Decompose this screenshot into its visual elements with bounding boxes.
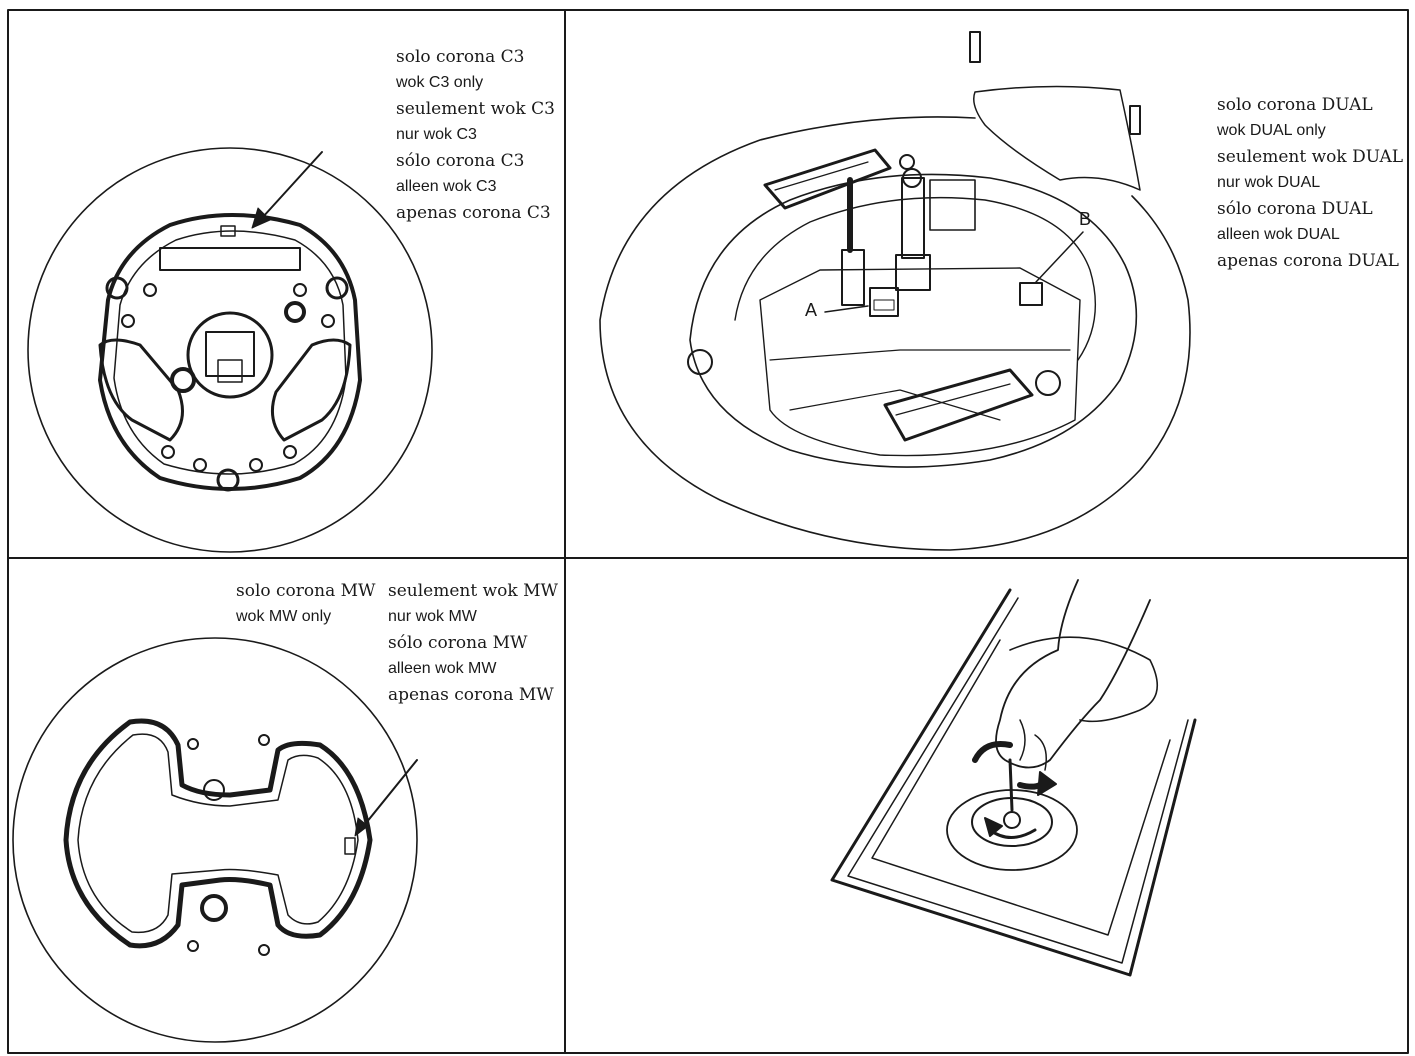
c3-label: alleen wok C3	[396, 178, 497, 195]
mw-label-list-right: seulement wok MW nur wok MW sólo corona …	[388, 578, 558, 708]
mw-label: solo corona MW	[236, 581, 376, 601]
dual-label: wok DUAL only	[1217, 122, 1326, 139]
mw-label: apenas corona MW	[388, 685, 554, 705]
c3-label-list: solo corona C3 wok C3 only seulement wok…	[396, 44, 555, 226]
mw-label: wok MW only	[236, 608, 332, 625]
rotate-arrow-icon	[972, 741, 1057, 839]
c3-burner-drawing	[27, 147, 433, 553]
dual-label: sólo corona DUAL	[1217, 199, 1373, 219]
hob-tightening-drawing	[830, 579, 1197, 977]
callout-a: A	[805, 300, 818, 320]
dual-label: apenas corona DUAL	[1217, 251, 1399, 271]
dual-label: solo corona DUAL	[1217, 95, 1373, 115]
panel-grid	[7, 9, 1409, 1054]
c3-label: solo corona C3	[396, 47, 525, 67]
mw-burner-drawing	[12, 637, 418, 1043]
c3-label: wok C3 only	[396, 74, 484, 91]
mw-label: sólo corona MW	[388, 633, 528, 653]
c3-label: sólo corona C3	[396, 151, 525, 171]
dual-label: alleen wok DUAL	[1217, 226, 1340, 243]
screw-icon	[969, 31, 1141, 135]
dual-label: nur wok DUAL	[1217, 174, 1321, 191]
mw-label-list-left: solo corona MW wok MW only	[236, 578, 376, 630]
dual-label: seulement wok DUAL	[1217, 147, 1404, 167]
mw-label: seulement wok MW	[388, 581, 558, 601]
c3-label: apenas corona C3	[396, 203, 551, 223]
dual-label-list: solo corona DUAL wok DUAL only seulement…	[1217, 92, 1403, 274]
callout-b: B	[1079, 209, 1092, 229]
hand-with-wrench-icon	[995, 579, 1151, 812]
c3-label: nur wok C3	[396, 126, 477, 143]
dual-burner-drawing	[599, 31, 1191, 551]
mw-label: alleen wok MW	[388, 660, 497, 677]
c3-label: seulement wok C3	[396, 99, 555, 119]
mw-label: nur wok MW	[388, 608, 477, 625]
